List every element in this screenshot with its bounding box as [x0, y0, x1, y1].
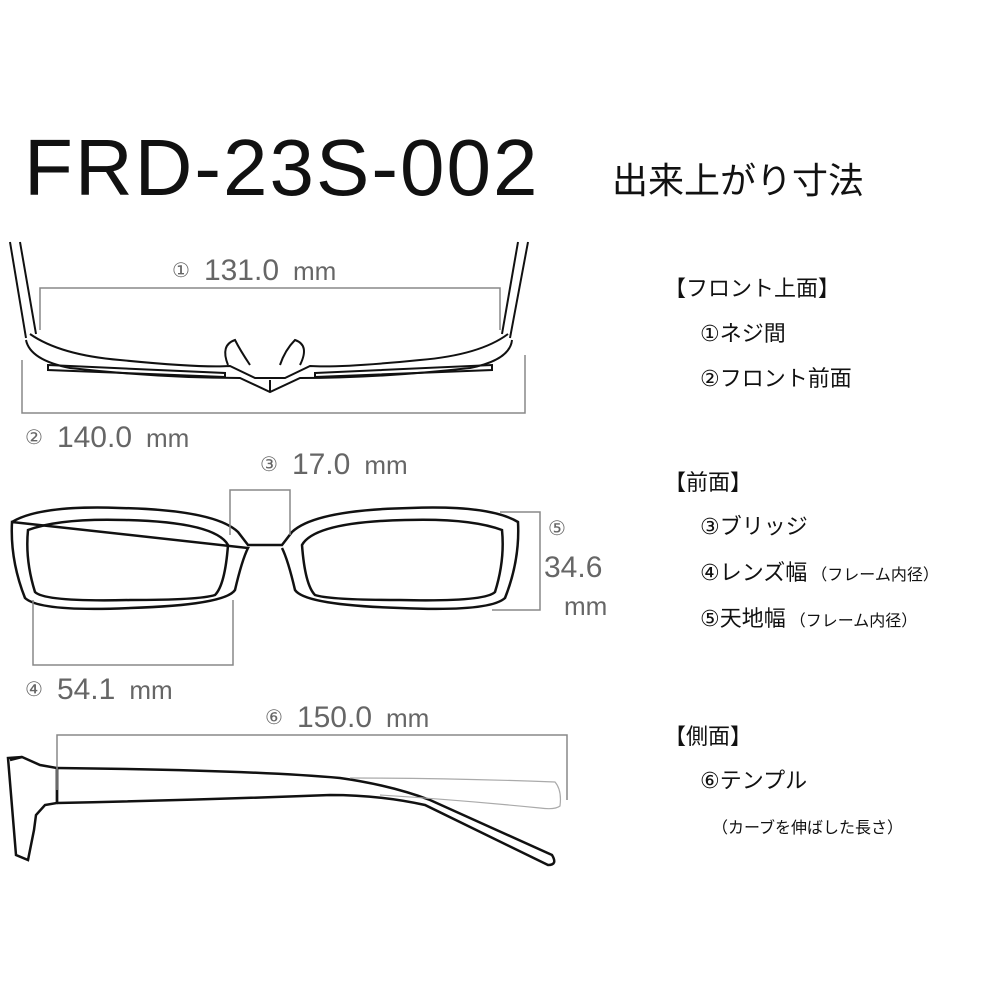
dimension-lines-front [32, 489, 541, 666]
dimension-label-5-value: 34.6 [544, 551, 603, 584]
legend-item-1: ①ネジ間 [700, 322, 786, 347]
legend-item-5: ⑤天地幅（フレーム内径） [700, 607, 918, 632]
side-view-drawing [6, 755, 556, 867]
legend-item-2: ②フロント前面 [700, 367, 852, 392]
legend-item-6: ⑥テンプル [700, 769, 808, 794]
top-view-drawing [9, 241, 529, 394]
legend-section-top: 【フロント上面】 [664, 277, 841, 302]
dimension-label-5-unit: mm [564, 591, 608, 621]
subtitle: 出来上がり寸法 [612, 161, 865, 202]
dimension-line-side [56, 734, 568, 800]
legend-section-front: 【前面】 [664, 471, 753, 496]
dimension-lines-top [21, 287, 526, 414]
temple-straightened-outline [349, 777, 562, 810]
dimension-label-5-num: ⑤ [548, 518, 566, 540]
legend-item-4: ④レンズ幅（フレーム内径） [700, 561, 939, 586]
model-title: FRD-23S-002 [24, 123, 540, 212]
legend-section-side: 【側面】 [664, 725, 753, 750]
legend-item-3: ③ブリッジ [700, 515, 808, 540]
front-view-drawing [10, 506, 520, 611]
legend-item-6-note: （カーブを伸ばした長さ） [712, 818, 904, 837]
